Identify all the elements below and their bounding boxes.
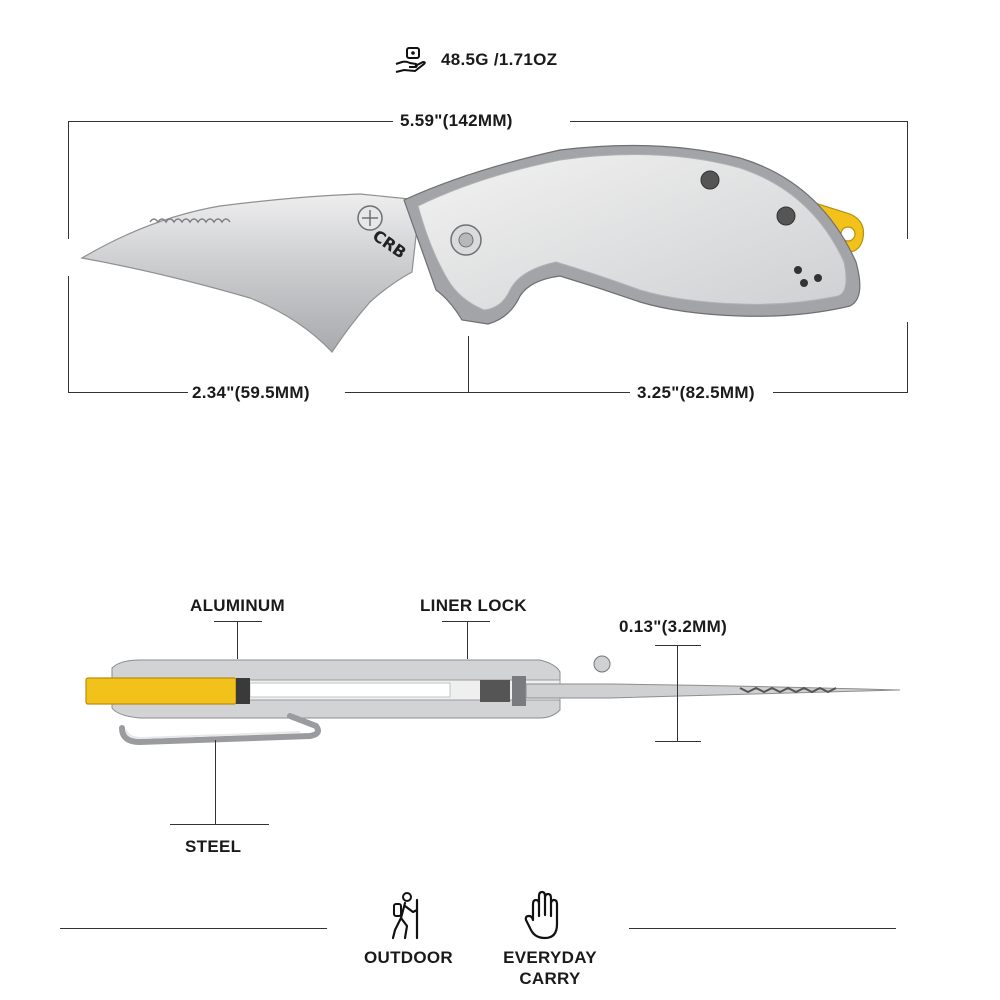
dim-bottom-tick-right (907, 322, 908, 393)
handle-bottom-scale (111, 699, 561, 719)
handle-length-label: 3.25"(82.5MM) (637, 383, 755, 402)
dim-bottom-tick-mid (468, 336, 469, 393)
handle-top-scale (111, 659, 561, 681)
material-handle-label: ALUMINUM (190, 596, 285, 615)
blade (80, 193, 421, 353)
material-clip-vline (215, 740, 216, 824)
footer-line-right (629, 928, 896, 929)
brand-logo: CRB (369, 226, 410, 263)
hiker-icon (391, 892, 419, 940)
dim-top-line-right (570, 121, 908, 122)
dim-bottom-line-3 (773, 392, 908, 393)
material-lock-label: LINER LOCK (420, 596, 527, 615)
feature-everyday-carry: EVERYDAY CARRY (495, 890, 605, 990)
material-lock-hline (442, 621, 490, 622)
thickness-top-hline (655, 645, 701, 646)
dim-top-tick-right (907, 121, 908, 239)
thickness-label: 0.13"(3.2MM) (619, 617, 728, 636)
pivot-screw (450, 224, 482, 256)
dim-bottom-line-1 (68, 392, 188, 393)
blade-serrations (149, 218, 231, 224)
material-lock-vline (467, 621, 468, 659)
material-handle-vline (237, 621, 238, 659)
dim-top-line-left (68, 121, 393, 122)
pocket-clip (119, 713, 321, 746)
feature-everyday-carry-label: EVERYDAY CARRY (503, 948, 597, 988)
feature-outdoor: OUTDOOR (360, 890, 453, 970)
thickness-vline (677, 645, 678, 741)
blade-spine (525, 683, 901, 699)
handle-screw-2 (776, 206, 796, 226)
handle-scale (417, 154, 847, 311)
hand-icon (524, 890, 559, 940)
weight-icon (393, 44, 427, 76)
hand-weight-icon (395, 47, 426, 73)
material-handle-hline (214, 621, 262, 622)
footer-line-left (60, 928, 327, 929)
handle-frame (403, 144, 861, 325)
yellow-backspacer (778, 190, 865, 253)
yellow-backspacer-end (85, 677, 237, 705)
dim-bottom-line-2 (345, 392, 630, 393)
dim-top-tick-left (68, 121, 69, 239)
material-clip-hline (170, 824, 269, 825)
thickness-bottom-hline (655, 741, 701, 742)
material-clip-label: STEEL (185, 837, 242, 856)
overall-length-label: 5.59"(142MM) (400, 111, 513, 130)
feature-outdoor-label: OUTDOOR (364, 948, 453, 967)
dim-bottom-tick-left (68, 276, 69, 393)
weight-label: 48.5G /1.71OZ (441, 50, 558, 69)
handle-screw-1 (700, 170, 720, 190)
blade-length-label: 2.34"(59.5MM) (192, 383, 310, 402)
